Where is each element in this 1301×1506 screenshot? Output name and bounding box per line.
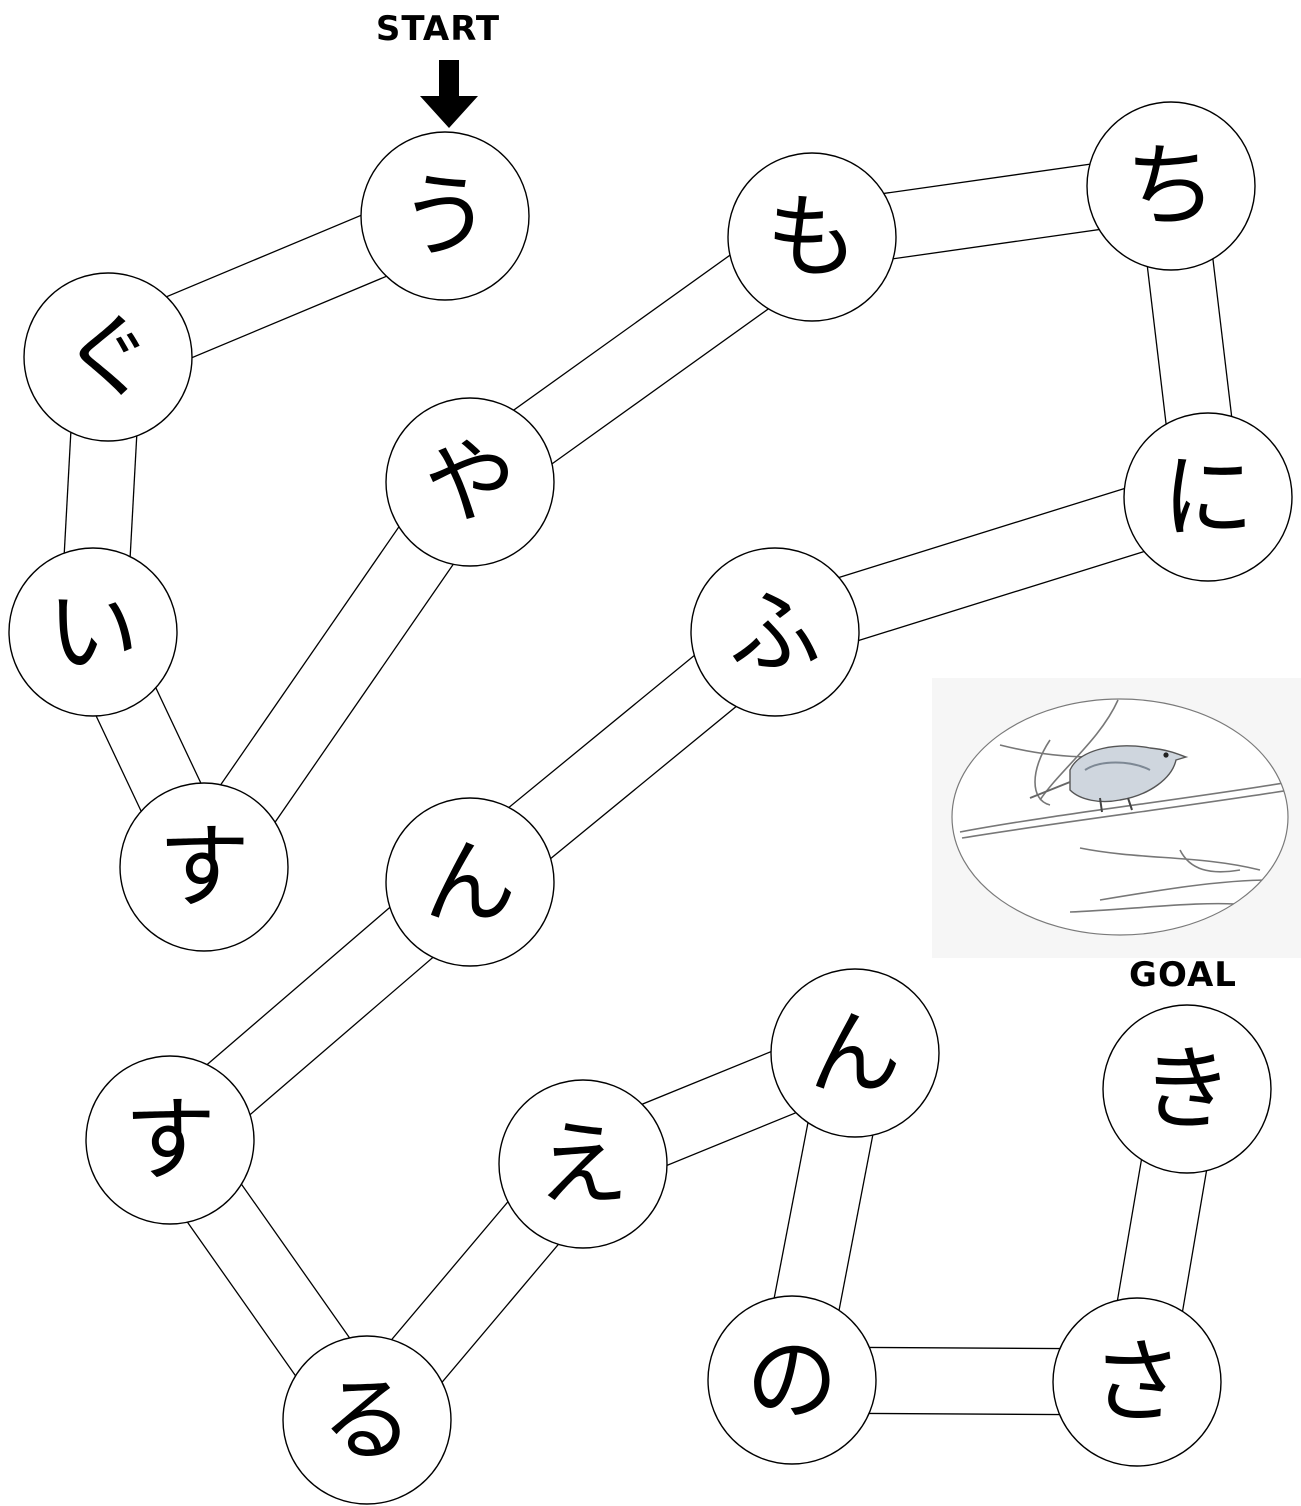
node-circle <box>8 547 178 717</box>
start-arrow-icon <box>420 60 478 128</box>
maze-node-1[interactable]: う <box>360 131 530 301</box>
node-circle <box>85 1055 255 1225</box>
maze-node-15[interactable]: の <box>707 1295 877 1465</box>
node-circle <box>727 152 897 322</box>
maze-node-6[interactable]: も <box>727 152 897 322</box>
node-circle <box>1086 101 1256 271</box>
goal-label: GOAL <box>1129 955 1237 995</box>
node-character: ん <box>424 829 516 936</box>
maze-node-13[interactable]: え <box>498 1079 668 1249</box>
node-circle <box>498 1079 668 1249</box>
node-character: さ <box>1091 1329 1183 1436</box>
maze-node-12[interactable]: る <box>282 1335 452 1505</box>
node-character: に <box>1162 444 1254 551</box>
node-circle <box>1123 412 1293 582</box>
maze-node-16[interactable]: さ <box>1052 1297 1222 1467</box>
node-character: い <box>47 579 139 686</box>
node-character: や <box>424 429 516 536</box>
node-circle <box>1052 1297 1222 1467</box>
maze-node-11[interactable]: す <box>85 1055 255 1225</box>
node-character: の <box>746 1327 838 1434</box>
node-character: す <box>158 814 250 921</box>
node-character: る <box>321 1367 413 1474</box>
node-circle <box>282 1335 452 1505</box>
maze-node-2[interactable]: ぐ <box>23 272 193 442</box>
start-label: START <box>376 9 500 49</box>
node-character: き <box>1141 1036 1233 1143</box>
node-character: ふ <box>729 579 821 686</box>
node-circle <box>385 797 555 967</box>
bird-on-branch-illustration <box>932 678 1301 958</box>
node-circle <box>23 272 193 442</box>
maze-node-7[interactable]: ち <box>1086 101 1256 271</box>
node-character: も <box>766 184 858 291</box>
node-character: ち <box>1125 133 1217 240</box>
node-character: う <box>399 163 491 270</box>
node-character: え <box>537 1111 629 1218</box>
maze-nodes: うぐいすやもちにふんするえんのさき <box>8 101 1293 1505</box>
node-circle <box>360 131 530 301</box>
maze-node-9[interactable]: ふ <box>690 547 860 717</box>
maze-node-3[interactable]: い <box>8 547 178 717</box>
node-circle <box>1102 1004 1272 1174</box>
node-circle <box>119 782 289 952</box>
node-circle <box>770 968 940 1138</box>
node-circle <box>707 1295 877 1465</box>
maze-node-4[interactable]: す <box>119 782 289 952</box>
maze-node-17[interactable]: き <box>1102 1004 1272 1174</box>
node-circle <box>385 397 555 567</box>
node-character: す <box>124 1087 216 1194</box>
maze-node-5[interactable]: や <box>385 397 555 567</box>
maze-node-10[interactable]: ん <box>385 797 555 967</box>
maze-node-8[interactable]: に <box>1123 412 1293 582</box>
node-character: ぐ <box>62 304 154 411</box>
node-character: ん <box>809 1000 901 1107</box>
node-circle <box>690 547 860 717</box>
bird-icon <box>1029 745 1189 813</box>
maze-node-14[interactable]: ん <box>770 968 940 1138</box>
